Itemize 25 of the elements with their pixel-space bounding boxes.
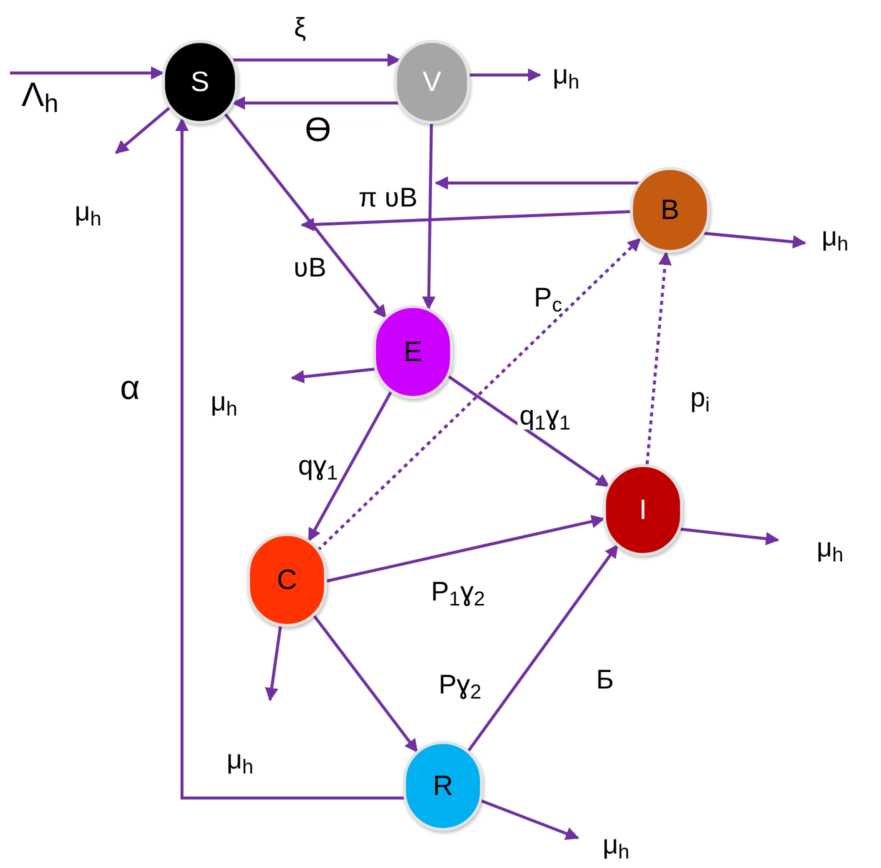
arrow xyxy=(265,626,282,702)
arrow xyxy=(316,238,642,552)
compartment-label: E xyxy=(404,338,422,366)
arrow xyxy=(307,390,393,542)
arrow xyxy=(646,251,672,464)
arrow xyxy=(312,614,418,753)
arrow xyxy=(232,96,400,110)
arrow xyxy=(10,66,164,80)
arrow xyxy=(224,112,387,319)
arrow xyxy=(114,106,171,154)
compartment-label: B xyxy=(660,196,680,224)
arrow xyxy=(232,53,401,67)
arrow xyxy=(446,374,610,488)
arrow xyxy=(470,68,542,82)
arrow xyxy=(326,514,606,582)
compartment-label: I xyxy=(639,496,647,524)
arrow xyxy=(175,118,404,800)
arrow xyxy=(434,176,639,190)
arrow xyxy=(704,232,806,249)
arrow xyxy=(300,210,630,232)
compartment-label: V xyxy=(422,68,442,96)
arrow xyxy=(467,544,619,752)
compartment-label: S xyxy=(190,68,210,96)
compartment-label: R xyxy=(432,772,454,800)
compartment-label: C xyxy=(276,566,298,594)
